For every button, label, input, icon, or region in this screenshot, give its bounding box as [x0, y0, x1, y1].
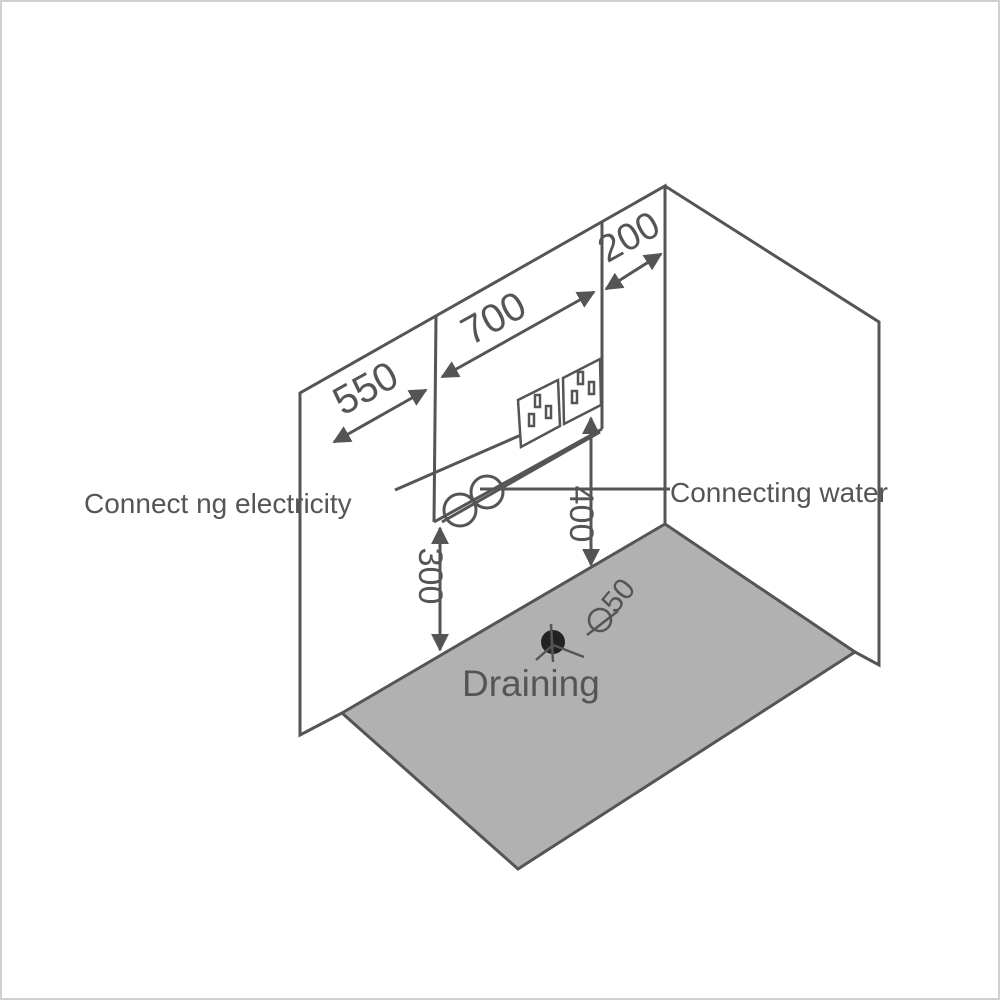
double-socket-icon: [516, 356, 603, 450]
left-wall: [298, 183, 667, 738]
dim-550-label: 550: [326, 353, 406, 424]
water-inlet-icon: [442, 492, 478, 528]
dim-700-arrow: [440, 290, 596, 379]
electricity-leader: [394, 433, 522, 492]
partition-line-left: [432, 315, 438, 523]
water-inlet-icon: [469, 474, 505, 510]
dim-300-label: 300: [411, 548, 449, 605]
dim-550-arrow: [332, 388, 428, 444]
water-label: Connecting water: [670, 477, 888, 508]
drain-label: Draining: [462, 663, 600, 704]
panel-bottom-edge: [433, 427, 603, 524]
electricity-label: Connect ng electricity: [84, 488, 352, 519]
floor-drain-icon: [535, 623, 585, 663]
dim-700-label: 700: [454, 283, 534, 354]
dim-200-arrow: [604, 252, 663, 291]
dim-400-label: 400: [562, 486, 600, 543]
water-pipe-line: [441, 430, 601, 524]
right-wall: [664, 184, 881, 668]
